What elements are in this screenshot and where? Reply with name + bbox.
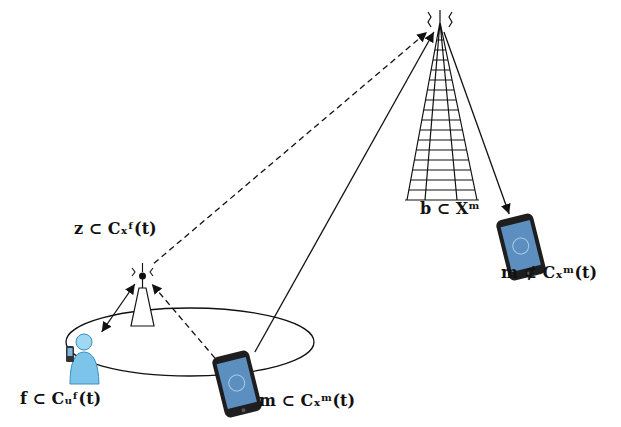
- user-head: [76, 334, 92, 350]
- link-arrow: [102, 284, 135, 332]
- user-phone-screen: [68, 348, 73, 356]
- coverage-area: [66, 308, 314, 376]
- user-body: [70, 352, 99, 384]
- phone-icon: [211, 349, 263, 418]
- node-label: m ⊂ Cₓᵐ(t): [259, 392, 355, 410]
- phone-body: [211, 349, 263, 418]
- phone-logo: [227, 373, 246, 392]
- network-node: m ⊄ Cₓᵐ(t): [499, 214, 543, 280]
- node-label: z ⊂ Cₓᶠ(t): [74, 220, 157, 238]
- network-node: f ⊂ Cᵤᶠ(t): [64, 332, 102, 386]
- tower-frame: [405, 22, 479, 200]
- femto-base-station: [131, 263, 154, 326]
- antenna-symbol: [428, 10, 452, 27]
- femto-cone: [131, 288, 154, 326]
- phone-button: [241, 408, 246, 413]
- node-label: m ⊄ Cₓᵐ(t): [501, 264, 597, 282]
- femto-antenna: [139, 273, 146, 280]
- network-node: m ⊂ Cₓᵐ(t): [215, 352, 259, 416]
- link-arrow: [152, 284, 215, 358]
- macro-tower: [405, 10, 479, 200]
- link-arrow: [444, 32, 509, 214]
- link-arrow: [154, 32, 427, 263]
- network-node: b ⊂ Xᵐ: [427, 10, 453, 32]
- user-phone: [66, 346, 74, 362]
- network-node: z ⊂ Cₓᶠ(t): [131, 262, 154, 284]
- antenna-symbol: [132, 263, 153, 276]
- phone-screen: [217, 357, 257, 409]
- node-label: b ⊂ Xᵐ: [420, 200, 480, 218]
- link-arrow: [255, 32, 434, 352]
- femto-user-icon: [66, 334, 99, 384]
- node-label: f ⊂ Cᵤᶠ(t): [20, 390, 101, 408]
- phone-logo: [511, 236, 530, 255]
- tower-lattice: [409, 40, 475, 190]
